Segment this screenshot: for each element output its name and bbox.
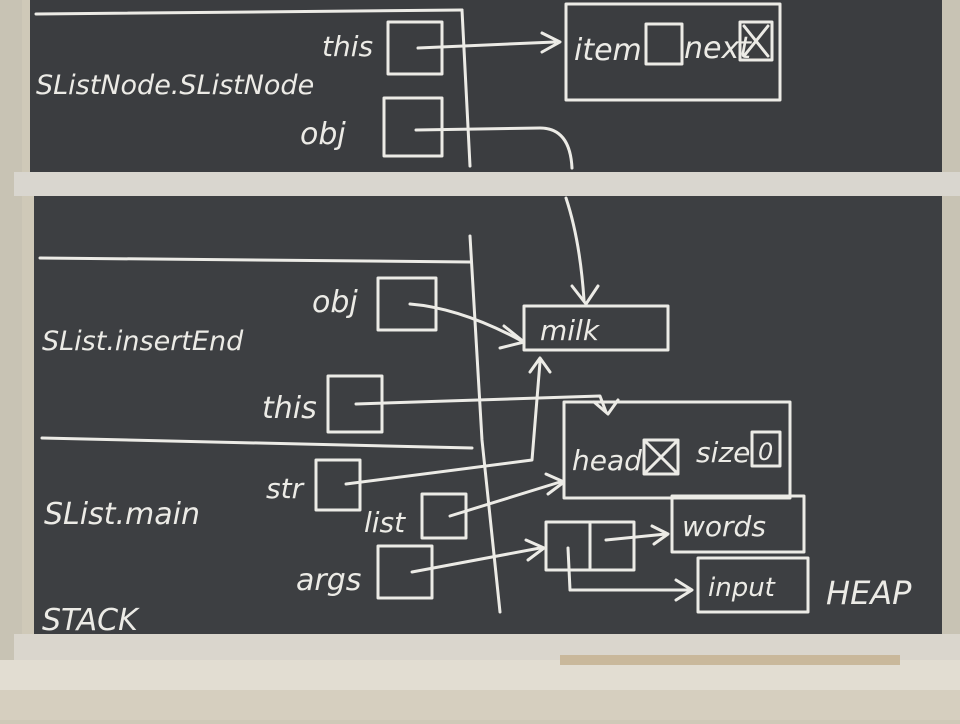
top-var-obj: obj	[300, 117, 346, 152]
top-this-arrow	[416, 40, 557, 50]
insertend-var-obj: obj	[312, 285, 358, 320]
size-field	[750, 430, 782, 468]
top-node-box	[564, 2, 782, 102]
insertend-this-arrow	[354, 394, 608, 414]
args-1-arrowhead	[674, 578, 694, 602]
main-var-args: args	[296, 563, 361, 598]
main-list-arrow	[448, 480, 562, 518]
head-field	[642, 438, 680, 476]
args-array-box	[544, 520, 636, 572]
middle-rail	[14, 172, 960, 196]
insertend-this-arrowhead	[592, 398, 620, 416]
milk-string-box	[522, 304, 670, 352]
main-args-arrowhead	[524, 538, 546, 562]
main-list-box	[420, 492, 468, 540]
node-next-label: next	[684, 31, 752, 66]
item-field	[644, 22, 684, 66]
next-field	[738, 20, 774, 62]
top-var-this: this	[322, 30, 373, 63]
main-str-box	[314, 458, 362, 512]
args-0-arrowhead	[650, 524, 670, 546]
words-string-box	[670, 494, 806, 554]
head-null-cross	[644, 440, 678, 474]
frame-label-main: SList.main	[44, 497, 200, 532]
stack-region-label: STACK	[42, 603, 140, 638]
args-1-arrow	[566, 546, 692, 592]
main-var-list: list	[364, 506, 406, 539]
top-obj-box	[382, 96, 444, 158]
insertend-var-this: this	[262, 391, 317, 426]
main-str-arrow	[344, 360, 542, 486]
main-args-box	[376, 544, 434, 600]
frame-label-slistnode: SListNode.SListNode	[36, 70, 314, 101]
heap-region-label: HEAP	[826, 574, 912, 612]
bottom-chalkboard	[34, 196, 942, 634]
node-item-label: item	[574, 33, 642, 68]
left-frame	[0, 0, 22, 700]
top-obj-arrow	[414, 126, 574, 170]
main-list-arrowhead	[544, 472, 566, 496]
frame-label-insertend: SList.insertEnd	[42, 326, 244, 357]
insertend-frame-top	[38, 256, 472, 264]
args-0-arrow	[604, 532, 668, 542]
bottom-stack-divider	[468, 234, 502, 614]
right-frame	[940, 0, 960, 700]
input-string-box	[696, 556, 810, 614]
insertend-obj-box	[376, 276, 438, 332]
top-frame-border	[34, 8, 464, 16]
slist-size-label: size	[696, 436, 750, 469]
slist-size-value: 0	[758, 438, 773, 466]
input-string-text: input	[708, 573, 776, 603]
obj-continuation-line	[564, 196, 586, 302]
slist-object-box	[562, 400, 792, 500]
main-args-arrow	[410, 546, 542, 574]
eraser-smudge	[560, 655, 900, 665]
words-string-text: words	[682, 510, 766, 543]
main-var-str: str	[266, 472, 305, 505]
milk-string-text: milk	[540, 314, 601, 347]
top-this-arrowhead	[540, 31, 562, 54]
top-chalkboard	[30, 0, 942, 172]
next-null-cross	[742, 24, 770, 58]
top-stack-divider	[460, 8, 472, 168]
tray-lip	[0, 690, 960, 720]
slist-head-label: head	[572, 444, 642, 477]
main-frame-top	[40, 436, 474, 450]
insertend-obj-arrow	[408, 302, 522, 342]
obj-continuation-arrowhead	[570, 284, 600, 306]
main-str-arrowhead	[528, 356, 552, 374]
